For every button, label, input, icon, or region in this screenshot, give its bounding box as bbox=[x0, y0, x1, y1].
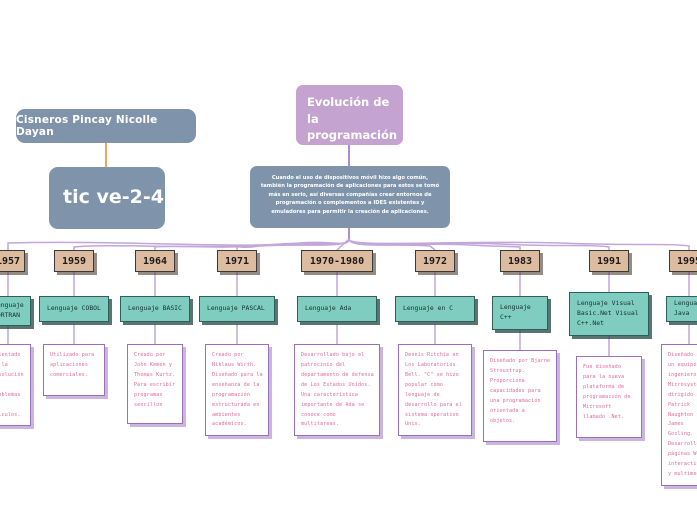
description-note[interactable]: Orientado en la resolución de problemas … bbox=[0, 344, 31, 427]
intro-description-node[interactable]: Cuando el uso de dispositivos móvil hizo… bbox=[250, 166, 450, 228]
year-label: 1959 bbox=[61, 255, 87, 267]
language-chip[interactable]: Lenguaje C++ bbox=[492, 296, 548, 330]
language-chip[interactable]: Lenguaje Java bbox=[666, 296, 697, 322]
language-chip[interactable]: Lenguaje FORTRAN bbox=[0, 296, 31, 326]
year-label: 1983 bbox=[507, 255, 533, 267]
year-chip[interactable]: 1972 bbox=[415, 250, 455, 272]
year-label: 1995 bbox=[676, 255, 697, 267]
description-note[interactable]: Creado por John Kemen y Thomas Kurtz. Pa… bbox=[127, 344, 183, 424]
year-label: 1970-1980 bbox=[309, 255, 365, 267]
year-chip[interactable]: 1971 bbox=[217, 250, 257, 272]
year-chip[interactable]: 1957 bbox=[0, 250, 25, 272]
year-label: 1971 bbox=[224, 255, 250, 267]
language-label: Lenguaje BASIC bbox=[128, 304, 182, 313]
language-label: Lenguaje Java bbox=[674, 299, 697, 317]
year-label: 1972 bbox=[422, 255, 448, 267]
description-note[interactable]: Diseñado por Bjarne Stroustrup. Proporci… bbox=[483, 350, 557, 442]
description-note[interactable]: Creado por Niklaus Wirth. Diseñado para … bbox=[205, 344, 269, 437]
year-label: 1957 bbox=[0, 255, 21, 267]
root-title-node[interactable]: Evolución de la programación bbox=[296, 85, 403, 145]
language-chip[interactable]: Lenguaje PASCAL bbox=[199, 296, 275, 322]
author-label: Cisneros Pincay Nicolle Dayan bbox=[16, 114, 158, 138]
description-note[interactable]: Diseñado por un equipo de ingenieros de … bbox=[661, 344, 697, 486]
description-text: Diseñado por un equipo de ingenieros de … bbox=[668, 352, 697, 478]
description-text: Dennis Ritchie en Los Laboratorios Bell.… bbox=[405, 352, 463, 428]
language-label: Lenguaje C++ bbox=[500, 303, 531, 321]
description-note[interactable]: Fue diseñado para la nueva plataforma de… bbox=[576, 356, 642, 438]
language-chip[interactable]: Lenguaje Visual Basic.Net Visual C++.Net bbox=[569, 292, 649, 336]
description-text: Orientado en la resolución de problemas … bbox=[0, 352, 24, 418]
description-text: Utilizado para aplicaciones comerciales. bbox=[50, 352, 95, 378]
intro-description-text: Cuando el uso de dispositivos móvil hizo… bbox=[260, 175, 440, 215]
language-label: Lenguaje Ada bbox=[305, 304, 352, 313]
description-note[interactable]: Utilizado para aplicaciones comerciales. bbox=[43, 344, 105, 396]
language-label: Lenguaje en C bbox=[403, 304, 454, 313]
description-text: Diseñado por Bjarne Stroustrup. Proporci… bbox=[490, 358, 551, 424]
description-text: Creado por John Kemen y Thomas Kurtz. Pa… bbox=[134, 352, 176, 408]
year-label: 1964 bbox=[142, 255, 168, 267]
year-chip[interactable]: 1959 bbox=[54, 250, 94, 272]
description-text: Desarrollado bajo el patrocinio del depa… bbox=[301, 352, 374, 428]
course-node[interactable]: tic ve-2-4 bbox=[49, 167, 165, 229]
year-chip[interactable]: 1991 bbox=[589, 250, 629, 272]
description-text: Fue diseñado para la nueva plataforma de… bbox=[583, 364, 631, 420]
language-label: Lenguaje FORTRAN bbox=[0, 301, 24, 319]
description-note[interactable]: Desarrollado bajo el patrocinio del depa… bbox=[294, 344, 380, 437]
language-label: Lenguaje Visual Basic.Net Visual C++.Net bbox=[577, 299, 639, 327]
language-label: Lenguaje COBOL bbox=[47, 304, 101, 313]
year-chip[interactable]: 1964 bbox=[135, 250, 175, 272]
author-node[interactable]: Cisneros Pincay Nicolle Dayan bbox=[16, 109, 196, 143]
root-title-label: Evolución de la programación bbox=[307, 95, 398, 143]
language-chip[interactable]: Lenguaje Ada bbox=[297, 296, 377, 322]
description-text: Creado por Niklaus Wirth. Diseñado para … bbox=[212, 352, 263, 428]
year-label: 1991 bbox=[596, 255, 622, 267]
language-chip[interactable]: Lenguaje COBOL bbox=[39, 296, 109, 322]
language-chip[interactable]: Lenguaje en C bbox=[395, 296, 475, 322]
year-chip[interactable]: 1970-1980 bbox=[301, 250, 373, 272]
year-chip[interactable]: 1995 bbox=[669, 250, 697, 272]
course-label: tic ve-2-4 bbox=[63, 186, 164, 209]
year-chip[interactable]: 1983 bbox=[500, 250, 540, 272]
language-chip[interactable]: Lenguaje BASIC bbox=[120, 296, 190, 322]
language-label: Lenguaje PASCAL bbox=[207, 304, 265, 313]
description-note[interactable]: Dennis Ritchie en Los Laboratorios Bell.… bbox=[398, 344, 472, 437]
